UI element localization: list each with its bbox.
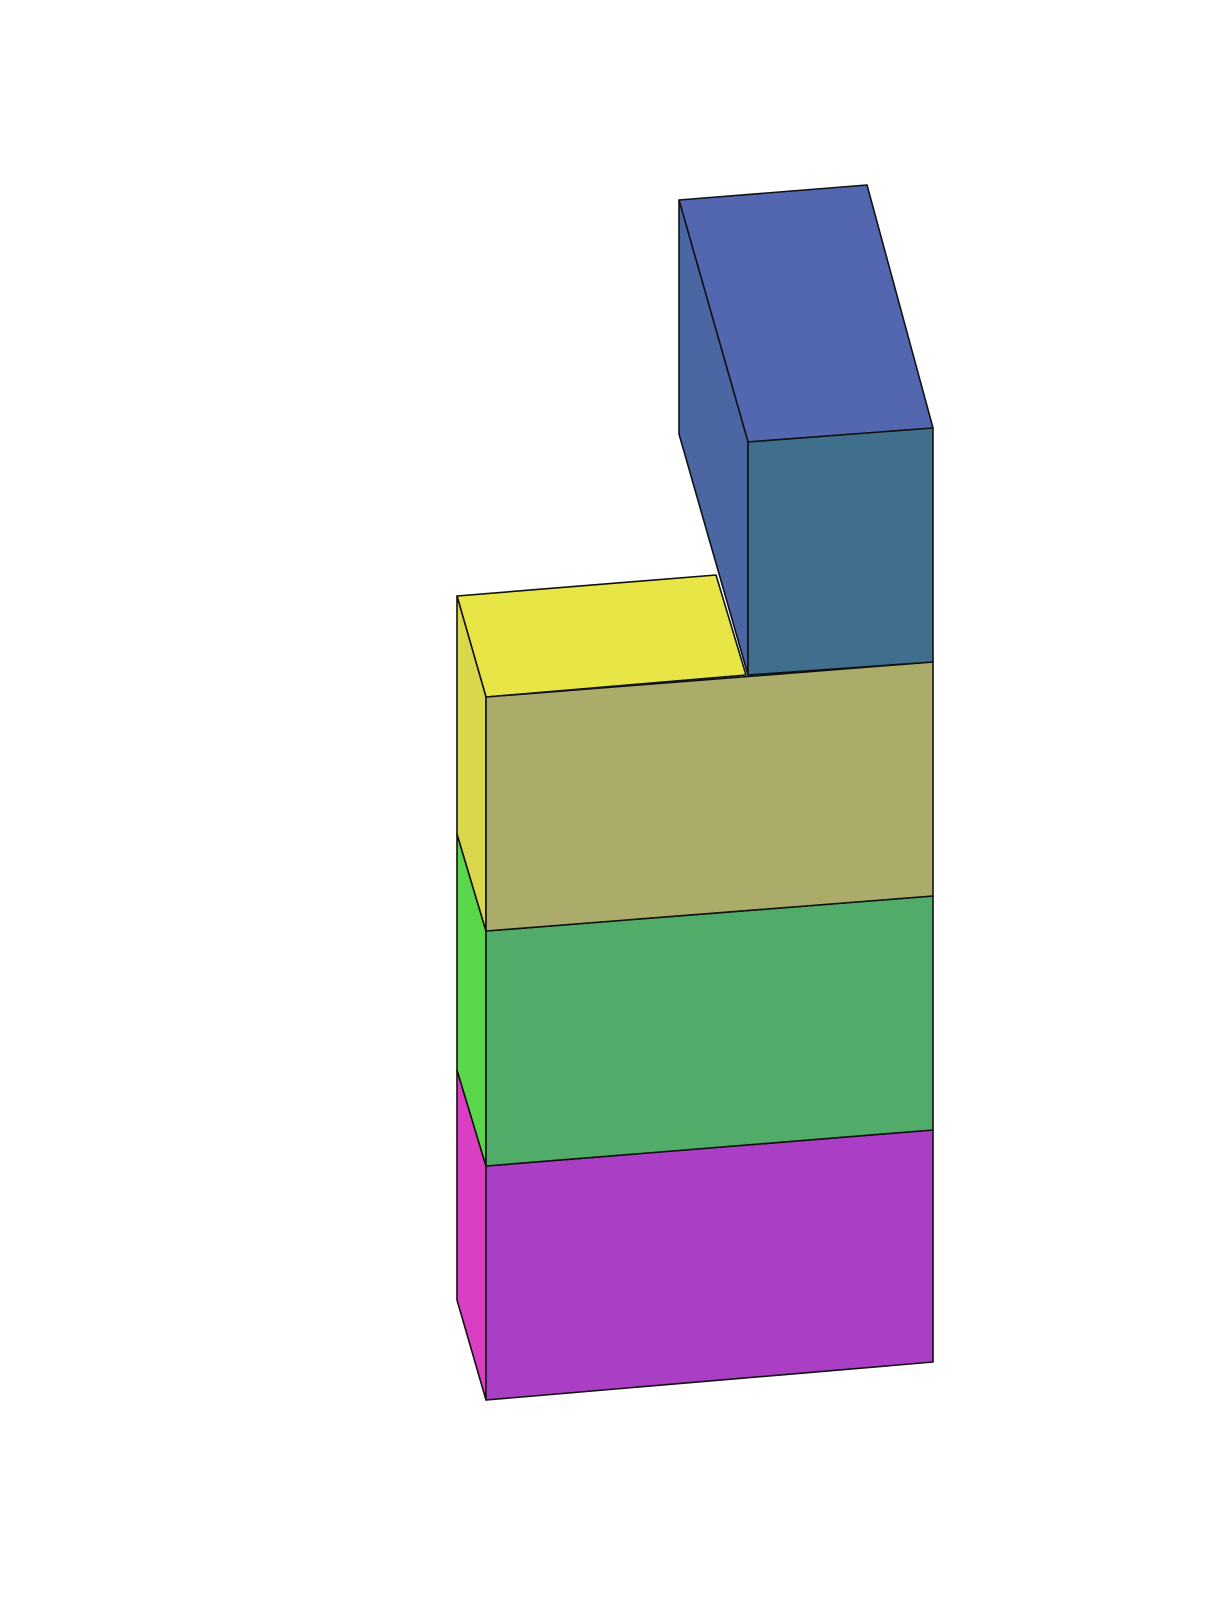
- blue-block: [678, 184, 934, 676]
- yellow-block-front-face: [485, 661, 934, 932]
- blue-block-front-face: [747, 427, 934, 676]
- magenta-block: [456, 1069, 934, 1401]
- magenta-block-front-face: [485, 1129, 934, 1401]
- yellow-block-top-face: [456, 574, 747, 698]
- green-block: [456, 833, 934, 1167]
- green-block-front-face: [485, 895, 934, 1167]
- yellow-block: [456, 574, 934, 932]
